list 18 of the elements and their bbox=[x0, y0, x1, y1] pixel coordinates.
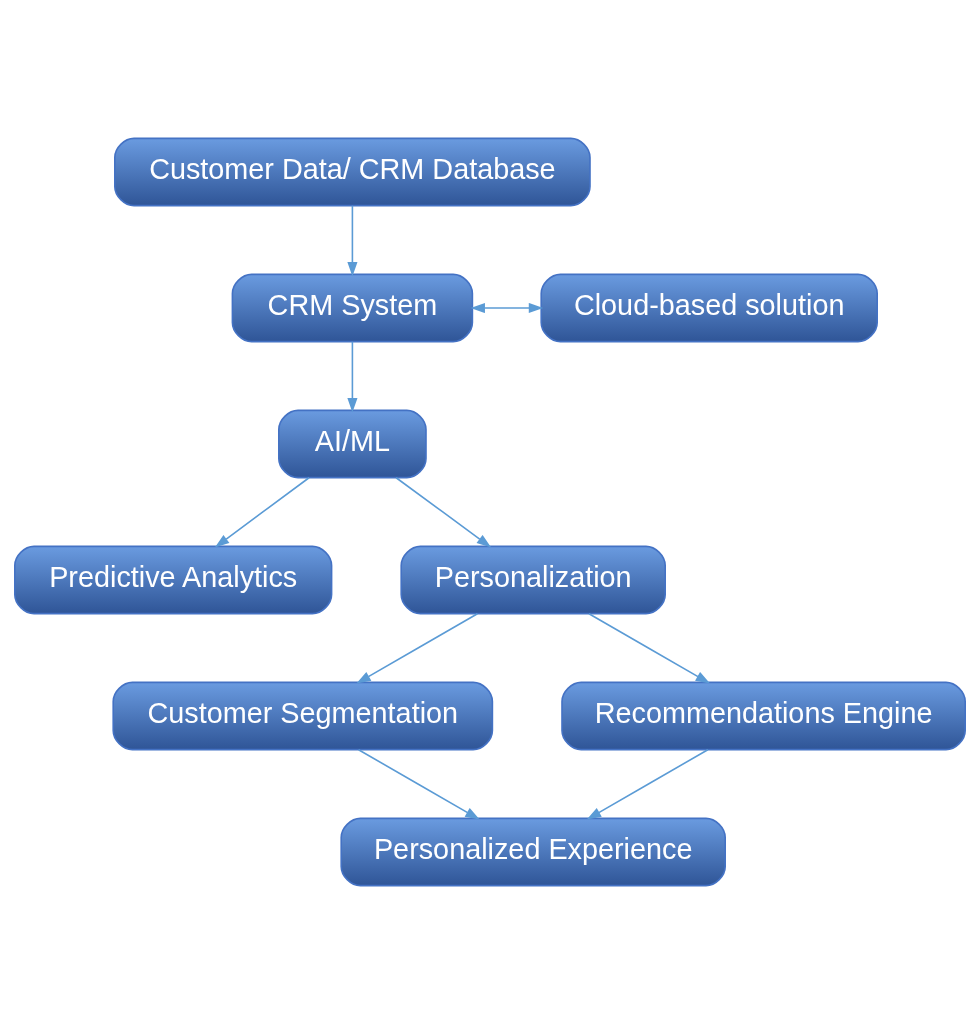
node-box: Personalization bbox=[400, 545, 666, 614]
arrow bbox=[347, 204, 358, 277]
arrow bbox=[357, 748, 480, 820]
node-box: AI/ML bbox=[278, 409, 427, 478]
arrow bbox=[588, 612, 711, 684]
node-box: CRM System bbox=[231, 273, 474, 342]
arrow bbox=[586, 748, 709, 820]
node-box: Customer Data/ CRM Database bbox=[114, 137, 591, 206]
arrow bbox=[347, 340, 358, 413]
node-box: Predictive Analytics bbox=[14, 545, 333, 614]
arrow bbox=[470, 302, 544, 313]
node-box: Recommendations Engine bbox=[561, 681, 966, 750]
node-box: Customer Segmentation bbox=[112, 681, 494, 750]
arrow bbox=[214, 476, 310, 548]
node-box: Cloud-based solution bbox=[540, 273, 878, 342]
arrow bbox=[395, 476, 492, 548]
arrow bbox=[356, 612, 479, 684]
node-box: Personalized Experience bbox=[340, 817, 726, 886]
